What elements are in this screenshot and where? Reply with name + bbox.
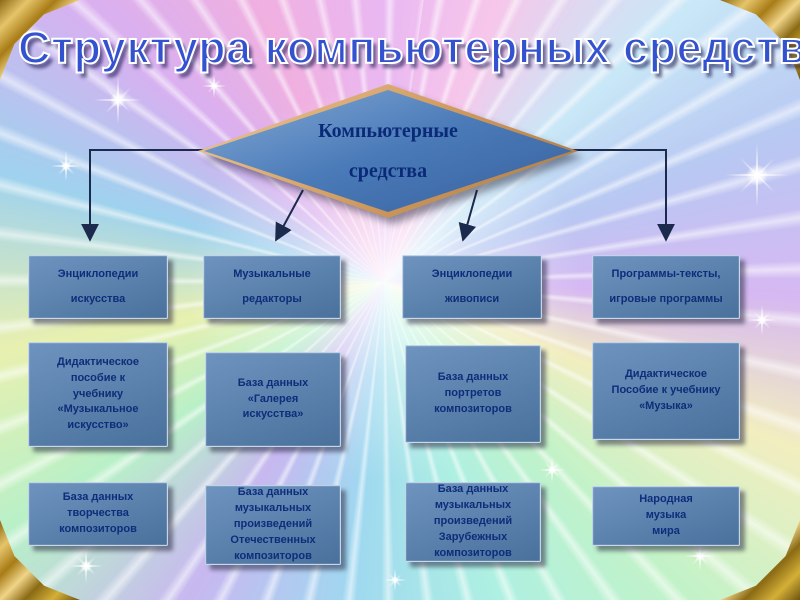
- node-art-encyclopedias: Энциклопедии искусства: [28, 255, 168, 319]
- root-node-fill: Компьютерные средства: [204, 90, 572, 212]
- slide-title: Структура компьютерных средств: [17, 21, 800, 74]
- root-node-label: Компьютерные средства: [318, 120, 458, 182]
- sparkle-icon: [725, 143, 789, 207]
- node-world-folk-music: Народная музыка мира: [592, 486, 740, 546]
- sparkle-icon: [51, 151, 81, 181]
- sparkle-icon: [384, 569, 406, 591]
- root-node: Компьютерные средства: [198, 84, 578, 218]
- node-domestic-works-database: База данных музыкальных произведений Оте…: [205, 485, 341, 565]
- node-didactic-music-manual: Дидактическое Пособие к учебнику «Музыка…: [592, 342, 740, 440]
- sparkle-icon: [539, 457, 565, 483]
- sparkle-icon: [94, 76, 142, 124]
- node-music-editors: Музыкальные редакторы: [203, 255, 341, 319]
- sparkle-icon: [69, 549, 103, 583]
- node-foreign-works-database: База данных музыкальных произведений Зар…: [405, 482, 541, 562]
- node-program-texts-games: Программы-тексты, игровые программы: [592, 255, 740, 319]
- node-composer-portraits-database: База данных портретов композиторов: [405, 345, 541, 443]
- node-art-gallery-database: База данных «Галерея искусства»: [205, 352, 341, 447]
- node-composers-work-database: База данных творчества композиторов: [28, 482, 168, 546]
- sparkle-icon: [747, 305, 777, 335]
- node-didactic-music-art-manual: Дидактическое пособие к учебнику «Музыка…: [28, 342, 168, 447]
- node-painting-encyclopedias: Энциклопедии живописи: [402, 255, 542, 319]
